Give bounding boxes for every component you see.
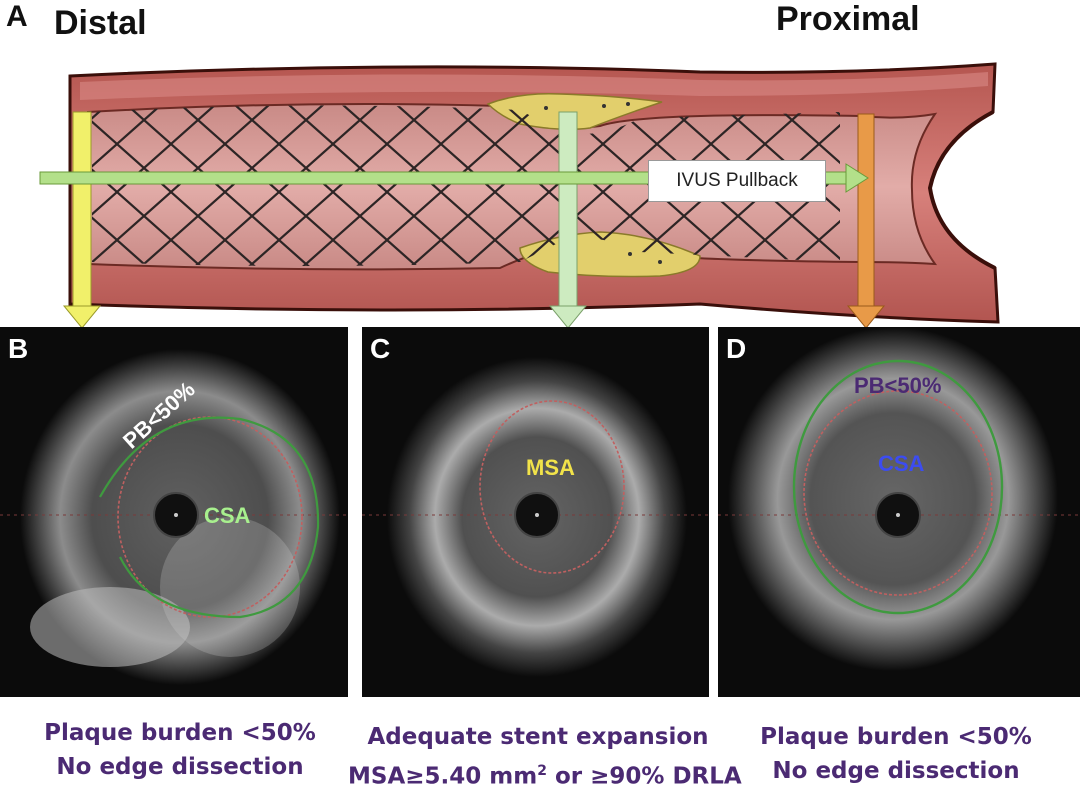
caption-b-line1: Plaque burden <50%: [44, 720, 316, 746]
ivus-image-d: [718, 327, 1080, 671]
caption-c-line2-a: MSA≥5.40 mm: [348, 763, 538, 790]
ivus-pullback-label: IVUS Pullback: [648, 160, 826, 202]
vessel-illustration: [39, 62, 1000, 329]
caption-b-line2: No edge dissection: [56, 754, 304, 780]
distal-label: Distal: [54, 4, 147, 42]
csa-label-b: CSA: [204, 503, 251, 528]
caption-c-line1: Adequate stent expansion: [367, 724, 709, 750]
csa-label-d: CSA: [878, 451, 925, 476]
caption-d-line2: No edge dissection: [772, 758, 1020, 784]
panel-letter-b: B: [8, 333, 29, 364]
caption-c: Adequate stent expansion MSA≥5.40 mm2 or…: [348, 720, 742, 794]
panel-letter-d: D: [726, 333, 747, 364]
ivus-panel-c: C MSA: [362, 327, 709, 697]
panel-letter-c: C: [370, 333, 391, 364]
proximal-label: Proximal: [776, 0, 920, 38]
msa-label-c: MSA: [526, 455, 575, 480]
ivus-image-b: [0, 349, 348, 685]
caption-d: Plaque burden <50% No edge dissection: [736, 720, 1056, 788]
caption-d-line1: Plaque burden <50%: [760, 724, 1032, 750]
caption-b: Plaque burden <50% No edge dissection: [20, 716, 340, 784]
caption-c-line2-b: or ≥90% DRLA: [546, 763, 742, 790]
ivus-panel-b: B PB<50% CSA: [0, 327, 348, 697]
pb-label-d: PB<50%: [854, 373, 942, 398]
panel-letter-a: A: [6, 0, 28, 33]
caption-c-line2: MSA≥5.40 mm2 or ≥90% DRLA: [348, 754, 742, 794]
caption-c-line2-sup: 2: [537, 763, 547, 779]
ivus-image-c: [362, 357, 709, 677]
ivus-panel-d: D PB<50% CSA: [718, 327, 1080, 697]
